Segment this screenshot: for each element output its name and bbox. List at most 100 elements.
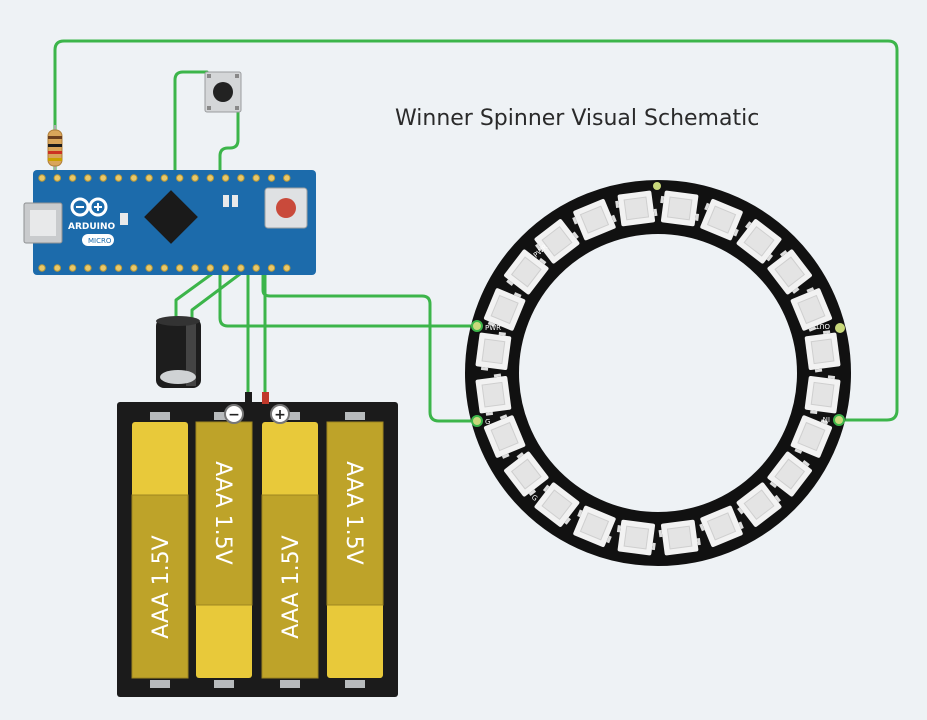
header-pin [191, 264, 199, 272]
ring-led [790, 287, 833, 332]
usb-port-icon [23, 202, 63, 244]
ring-led [700, 198, 743, 241]
reset-button-icon[interactable] [264, 187, 308, 229]
header-pin [176, 264, 184, 272]
wire-ring-power [218, 266, 478, 328]
ring-led [483, 288, 526, 331]
pin-label-in: IN [823, 415, 830, 423]
ring-led [660, 190, 700, 227]
ring-gnd-pad[interactable] [471, 415, 483, 427]
ring-pwr-pad[interactable] [471, 320, 483, 332]
wires [53, 39, 899, 423]
wire-capacitor-gnd [174, 266, 222, 320]
header-pin [38, 174, 46, 182]
ring-led [504, 451, 549, 497]
header-pin [38, 264, 46, 272]
header-pin [176, 174, 184, 182]
ring-led [767, 249, 812, 295]
header-pin [206, 264, 215, 272]
battery-cell: AAA 1.5V [131, 412, 189, 688]
header-pin [130, 174, 138, 182]
header-pin [191, 174, 199, 182]
battery-cell: AAA 1.5V [195, 412, 253, 688]
pin-label-out: OUT [814, 322, 830, 330]
header-pin [283, 174, 291, 182]
schematic-title: Winner Spinner Visual Schematic [395, 106, 760, 131]
header-pins-bottom [38, 264, 291, 272]
header-pin [114, 174, 123, 182]
ring-led [615, 190, 658, 227]
ring-out-pad[interactable] [835, 323, 845, 333]
ring-led [534, 219, 580, 264]
ring-led [699, 505, 744, 548]
ring-top-pad [653, 182, 661, 190]
header-pin [114, 264, 123, 272]
battery-cell: AAA 1.5V [326, 412, 384, 688]
header-pin [99, 174, 107, 182]
header-pin [84, 174, 92, 182]
ring-leds [475, 190, 841, 556]
arduino-model-label: MICRO [88, 237, 112, 245]
ring-led [483, 414, 526, 459]
wire-signal-loop [53, 39, 899, 422]
arduino-micro-board[interactable]: ARDUINO MICRO [23, 170, 316, 275]
header-pin [145, 174, 153, 182]
microcontroller-chip-icon [144, 190, 198, 244]
header-pin [68, 264, 77, 272]
header-pin [145, 264, 153, 272]
battery-cell-label: AAA 1.5V [210, 461, 235, 564]
pin-label-gnd-lower: G [530, 493, 539, 503]
ring-led [804, 375, 841, 415]
battery-positive-terminal[interactable]: + [262, 392, 290, 424]
header-pins-top [38, 174, 291, 182]
wire-ring-ground [261, 266, 479, 423]
header-pin [252, 174, 260, 182]
header-pin [267, 264, 276, 272]
battery-pack[interactable]: AAA 1.5V AAA 1.5V AAA 1.5V AAA 1.5V − + [117, 392, 398, 697]
ring-led [658, 519, 701, 556]
ring-led [475, 331, 512, 371]
arduino-logo-icon [70, 197, 108, 217]
ring-led [790, 415, 833, 458]
header-pin [53, 174, 61, 182]
header-pin [53, 264, 61, 272]
arduino-brand-label: ARDUINO [68, 222, 116, 232]
battery-cells: AAA 1.5V AAA 1.5V AAA 1.5V AAA 1.5V [131, 412, 384, 688]
header-pin [84, 264, 92, 272]
ring-led [534, 482, 580, 527]
wire-capacitor-vcc [190, 266, 250, 322]
wire-button-left [173, 70, 209, 180]
header-pin [221, 174, 230, 182]
ring-in-pad[interactable] [833, 414, 845, 426]
header-pin [283, 264, 291, 272]
ring-led [767, 451, 812, 497]
ring-led [804, 330, 841, 373]
header-pin [160, 174, 169, 182]
pin-label-pwr: PWR [485, 324, 501, 332]
wire-button-right [218, 110, 240, 180]
battery-negative-terminal[interactable]: − [224, 392, 252, 424]
negative-terminal-label: − [228, 407, 240, 423]
ring-led [736, 219, 782, 264]
header-pin [221, 264, 230, 272]
capacitor-icon[interactable] [156, 316, 201, 388]
header-pin [237, 264, 245, 272]
ring-led [475, 373, 512, 416]
resistor-icon[interactable] [47, 125, 63, 170]
battery-cell-label: AAA 1.5V [341, 461, 366, 564]
header-pin [68, 174, 77, 182]
ring-led [736, 482, 782, 527]
ring-led [616, 519, 656, 556]
ring-led [504, 249, 549, 295]
neopixel-ring[interactable]: PWR PWR G G OUT IN [465, 180, 851, 566]
battery-cell-label: AAA 1.5V [149, 535, 174, 638]
battery-cell: AAA 1.5V [261, 412, 319, 688]
ring-led [572, 198, 617, 241]
pushbutton-icon[interactable] [204, 71, 242, 113]
header-pin [206, 174, 215, 182]
positive-terminal-label: + [274, 407, 286, 423]
pin-label-gnd: G [485, 418, 490, 426]
header-pin [252, 264, 260, 272]
header-pin [160, 264, 169, 272]
